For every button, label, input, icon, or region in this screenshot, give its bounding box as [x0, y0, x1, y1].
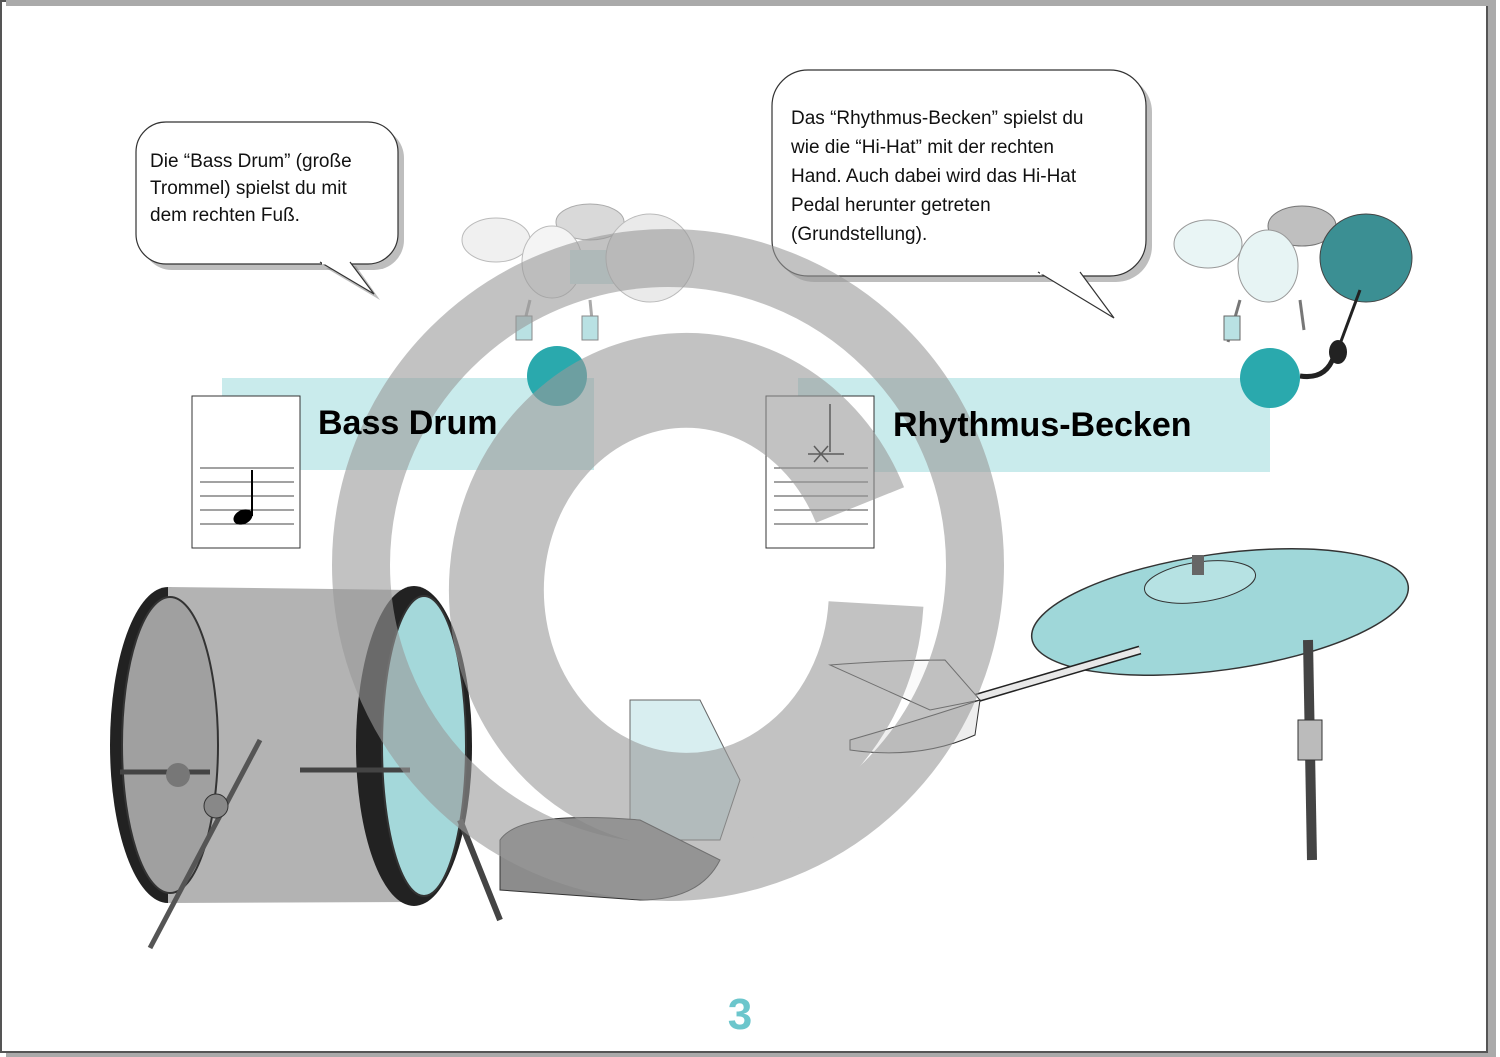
- page-shadow-bottom: [6, 1053, 1496, 1057]
- page-shadow-top: [6, 0, 1496, 6]
- page-shadow-right: [1488, 6, 1496, 1056]
- drum-kit-ride-cymbal-icon: [1173, 205, 1413, 408]
- copyright-watermark-icon: [332, 229, 1004, 901]
- bubble-line: Hand. Auch dabei wird das Hi-Hat: [791, 166, 1077, 187]
- bass-drum-title: Bass Drum: [318, 404, 498, 442]
- bubble-line: Trommel) spielst du mit: [150, 178, 347, 199]
- bubble-line: (Grundstellung).: [791, 224, 928, 245]
- bass-drum-bubble-text: Die “Bass Drum” (große Trommel) spielst …: [150, 148, 352, 229]
- bubble-line: dem rechten Fuß.: [150, 205, 300, 226]
- ride-bubble-text: Das “Rhythmus-Becken” spielst du wie die…: [791, 104, 1084, 249]
- bubble-line: wie die “Hi-Hat” mit der rechten: [791, 137, 1054, 158]
- ride-title: Rhythmus-Becken: [893, 406, 1192, 444]
- bubble-line: Das “Rhythmus-Becken” spielst du: [791, 108, 1084, 129]
- bass-drum-speech-bubble: [135, 121, 404, 300]
- page-number: 3: [727, 990, 753, 1039]
- bubble-line: Pedal herunter getreten: [791, 195, 991, 216]
- ride-speech-bubble: [771, 69, 1152, 319]
- bass-drum-note-icon: [191, 395, 301, 549]
- bubble-line: Die “Bass Drum” (große: [150, 151, 352, 172]
